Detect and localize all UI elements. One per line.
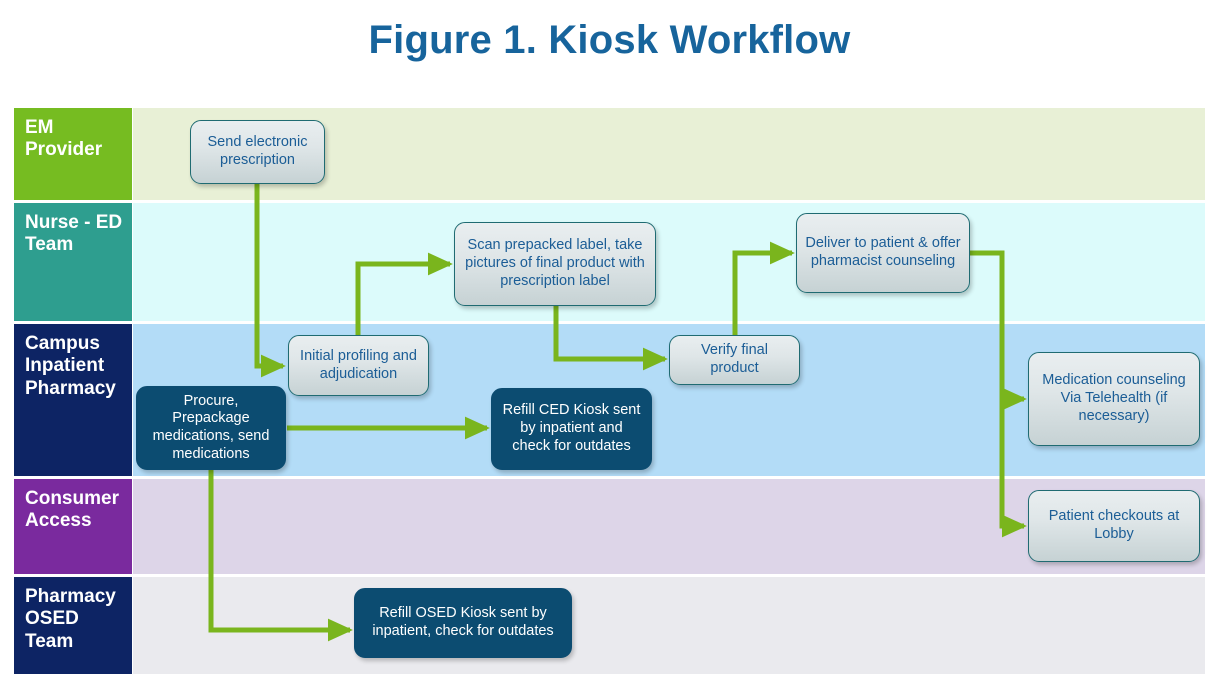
node-label: Scan prepacked label, take pictures of f…	[465, 237, 645, 289]
swimlane-pharmacy-osed-team: Pharmacy OSED Team	[14, 577, 1205, 674]
node-verify-final-product[interactable]: Verify final product	[669, 335, 800, 385]
node-label: Procure, Prepackage medications, send me…	[152, 392, 270, 462]
swimlane-label: Nurse - ED Team	[25, 212, 123, 256]
node-deliver-to-patient[interactable]: Deliver to patient & offer pharmacist co…	[796, 213, 970, 293]
swimlane-header-nurse-ed-team: Nurse - ED Team	[14, 203, 132, 321]
node-refill-ced-kiosk[interactable]: Refill CED Kiosk sent by inpatient and c…	[491, 388, 652, 470]
swimlane-body-nurse-ed-team	[133, 203, 1205, 321]
node-label: Deliver to patient & offer pharmacist co…	[805, 235, 961, 269]
node-patient-checkouts-lobby[interactable]: Patient checkouts at Lobby	[1028, 490, 1200, 562]
swimlane-header-consumer-access: Consumer Access	[14, 479, 132, 574]
node-label: Refill OSED Kiosk sent by inpatient, che…	[372, 605, 554, 639]
node-medication-counseling[interactable]: Medication counseling Via Telehealth (if…	[1028, 352, 1200, 446]
swimlane-nurse-ed-team: Nurse - ED Team	[14, 203, 1205, 321]
node-label: Send electronic prescription	[207, 134, 308, 168]
node-label: Medication counseling Via Telehealth (if…	[1042, 372, 1186, 424]
swimlane-label: EM Provider	[25, 117, 103, 161]
swimlane-label: Pharmacy OSED Team	[25, 586, 116, 652]
node-initial-profiling[interactable]: Initial profiling and adjudication	[288, 335, 429, 396]
swimlane-label: Consumer Access	[25, 488, 119, 532]
node-scan-prepacked-label[interactable]: Scan prepacked label, take pictures of f…	[454, 222, 656, 306]
swimlane-consumer-access: Consumer Access	[14, 479, 1205, 574]
node-send-electronic-prescription[interactable]: Send electronic prescription	[190, 120, 325, 184]
node-label: Refill CED Kiosk sent by inpatient and c…	[502, 402, 641, 454]
node-label: Patient checkouts at Lobby	[1048, 508, 1180, 542]
node-label: Initial profiling and adjudication	[300, 347, 417, 382]
node-label: Verify final product	[701, 342, 768, 376]
swimlane-header-campus-inpatient-pharmacy: Campus Inpatient Pharmacy	[14, 324, 132, 476]
swimlane-header-pharmacy-osed-team: Pharmacy OSED Team	[14, 577, 132, 674]
node-refill-osed-kiosk[interactable]: Refill OSED Kiosk sent by inpatient, che…	[354, 588, 572, 658]
node-procure-prepackage[interactable]: Procure, Prepackage medications, send me…	[136, 386, 286, 470]
swimlane-label: Campus Inpatient Pharmacy	[25, 333, 116, 399]
page-title: Figure 1. Kiosk Workflow	[368, 18, 851, 62]
swimlane-header-em-provider: EM Provider	[14, 108, 132, 200]
swimlane-body-pharmacy-osed-team	[133, 577, 1205, 674]
